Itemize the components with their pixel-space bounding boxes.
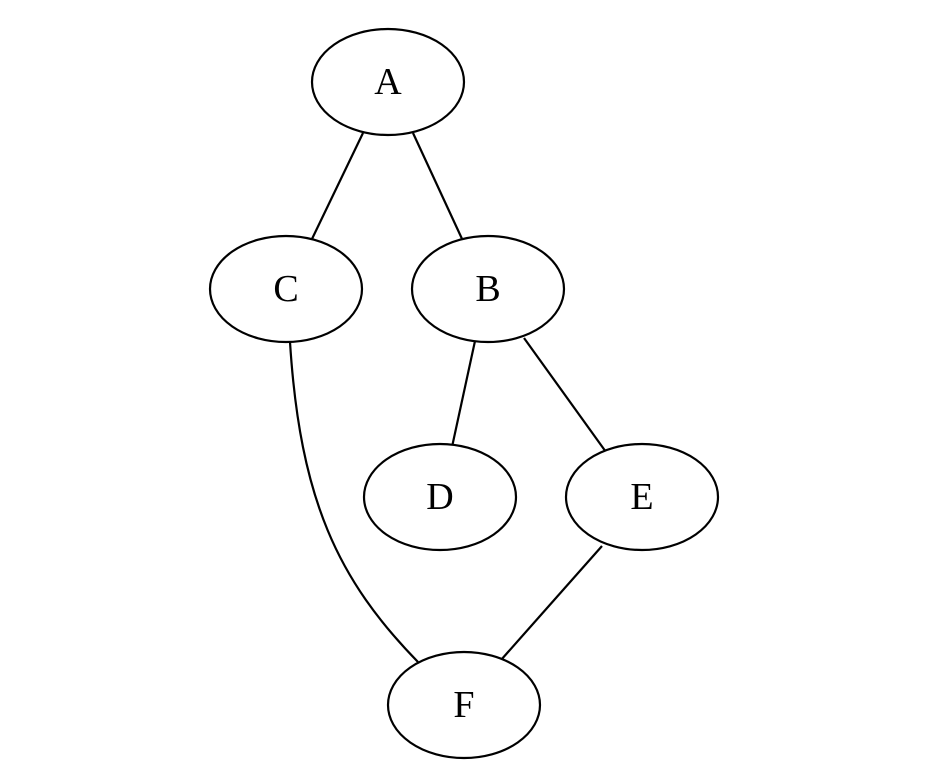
edge-b-e xyxy=(523,337,607,453)
node-b: B xyxy=(410,234,566,344)
nodes-layer: A C B D E F xyxy=(208,27,720,760)
node-e: E xyxy=(564,442,720,552)
edge-b-d xyxy=(450,340,477,448)
node-c: C xyxy=(208,234,364,344)
node-c-ellipse xyxy=(208,234,364,344)
edge-c-f xyxy=(288,341,419,663)
node-f-ellipse xyxy=(386,650,542,760)
node-c-label: C xyxy=(273,268,298,310)
node-b-ellipse xyxy=(410,234,566,344)
node-a-label: A xyxy=(374,61,402,103)
node-f-label: F xyxy=(453,684,474,726)
node-a-ellipse xyxy=(310,27,466,137)
node-f: F xyxy=(386,650,542,760)
node-b-label: B xyxy=(475,268,500,310)
edge-a-b xyxy=(412,132,464,242)
edge-a-c xyxy=(310,132,364,242)
node-d: D xyxy=(362,442,518,552)
node-d-label: D xyxy=(426,476,453,518)
node-e-label: E xyxy=(630,476,653,518)
node-a: A xyxy=(310,27,466,137)
edge-e-f xyxy=(500,545,603,661)
node-e-ellipse xyxy=(564,442,720,552)
edges-layer xyxy=(288,132,607,663)
node-d-ellipse xyxy=(362,442,518,552)
